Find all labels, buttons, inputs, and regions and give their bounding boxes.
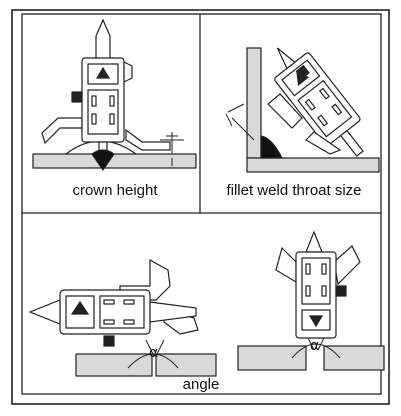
angle-left-plate-b	[155, 353, 217, 377]
angle-left-symbol: α	[149, 345, 159, 361]
fillet-panel	[225, 47, 380, 173]
fillet-vertical-plate	[246, 47, 262, 159]
angle-right-symbol: α	[310, 338, 320, 354]
angle-right-thumb-screw	[335, 285, 347, 297]
angle-left-thumb-screw	[103, 335, 115, 347]
angle-right-panel	[237, 230, 385, 371]
fillet-caption: fillet weld throat size	[226, 182, 362, 199]
fillet-thumb-screw	[295, 64, 310, 80]
angle-left-plate-a	[75, 353, 153, 377]
fillet-horizontal-plate	[246, 157, 380, 173]
angle-right-plate-b	[323, 345, 385, 371]
crown-weld-bead	[91, 149, 115, 172]
angle-right-plate-a	[237, 345, 307, 371]
angle-left-panel	[28, 258, 217, 377]
crown-thumb-screw	[71, 91, 83, 103]
crown-height-caption: crown height	[72, 182, 158, 199]
inner-frame	[21, 13, 382, 395]
crown-height-panel	[32, 18, 197, 172]
angle-caption: angle	[182, 376, 220, 393]
fillet-weld	[260, 135, 283, 159]
